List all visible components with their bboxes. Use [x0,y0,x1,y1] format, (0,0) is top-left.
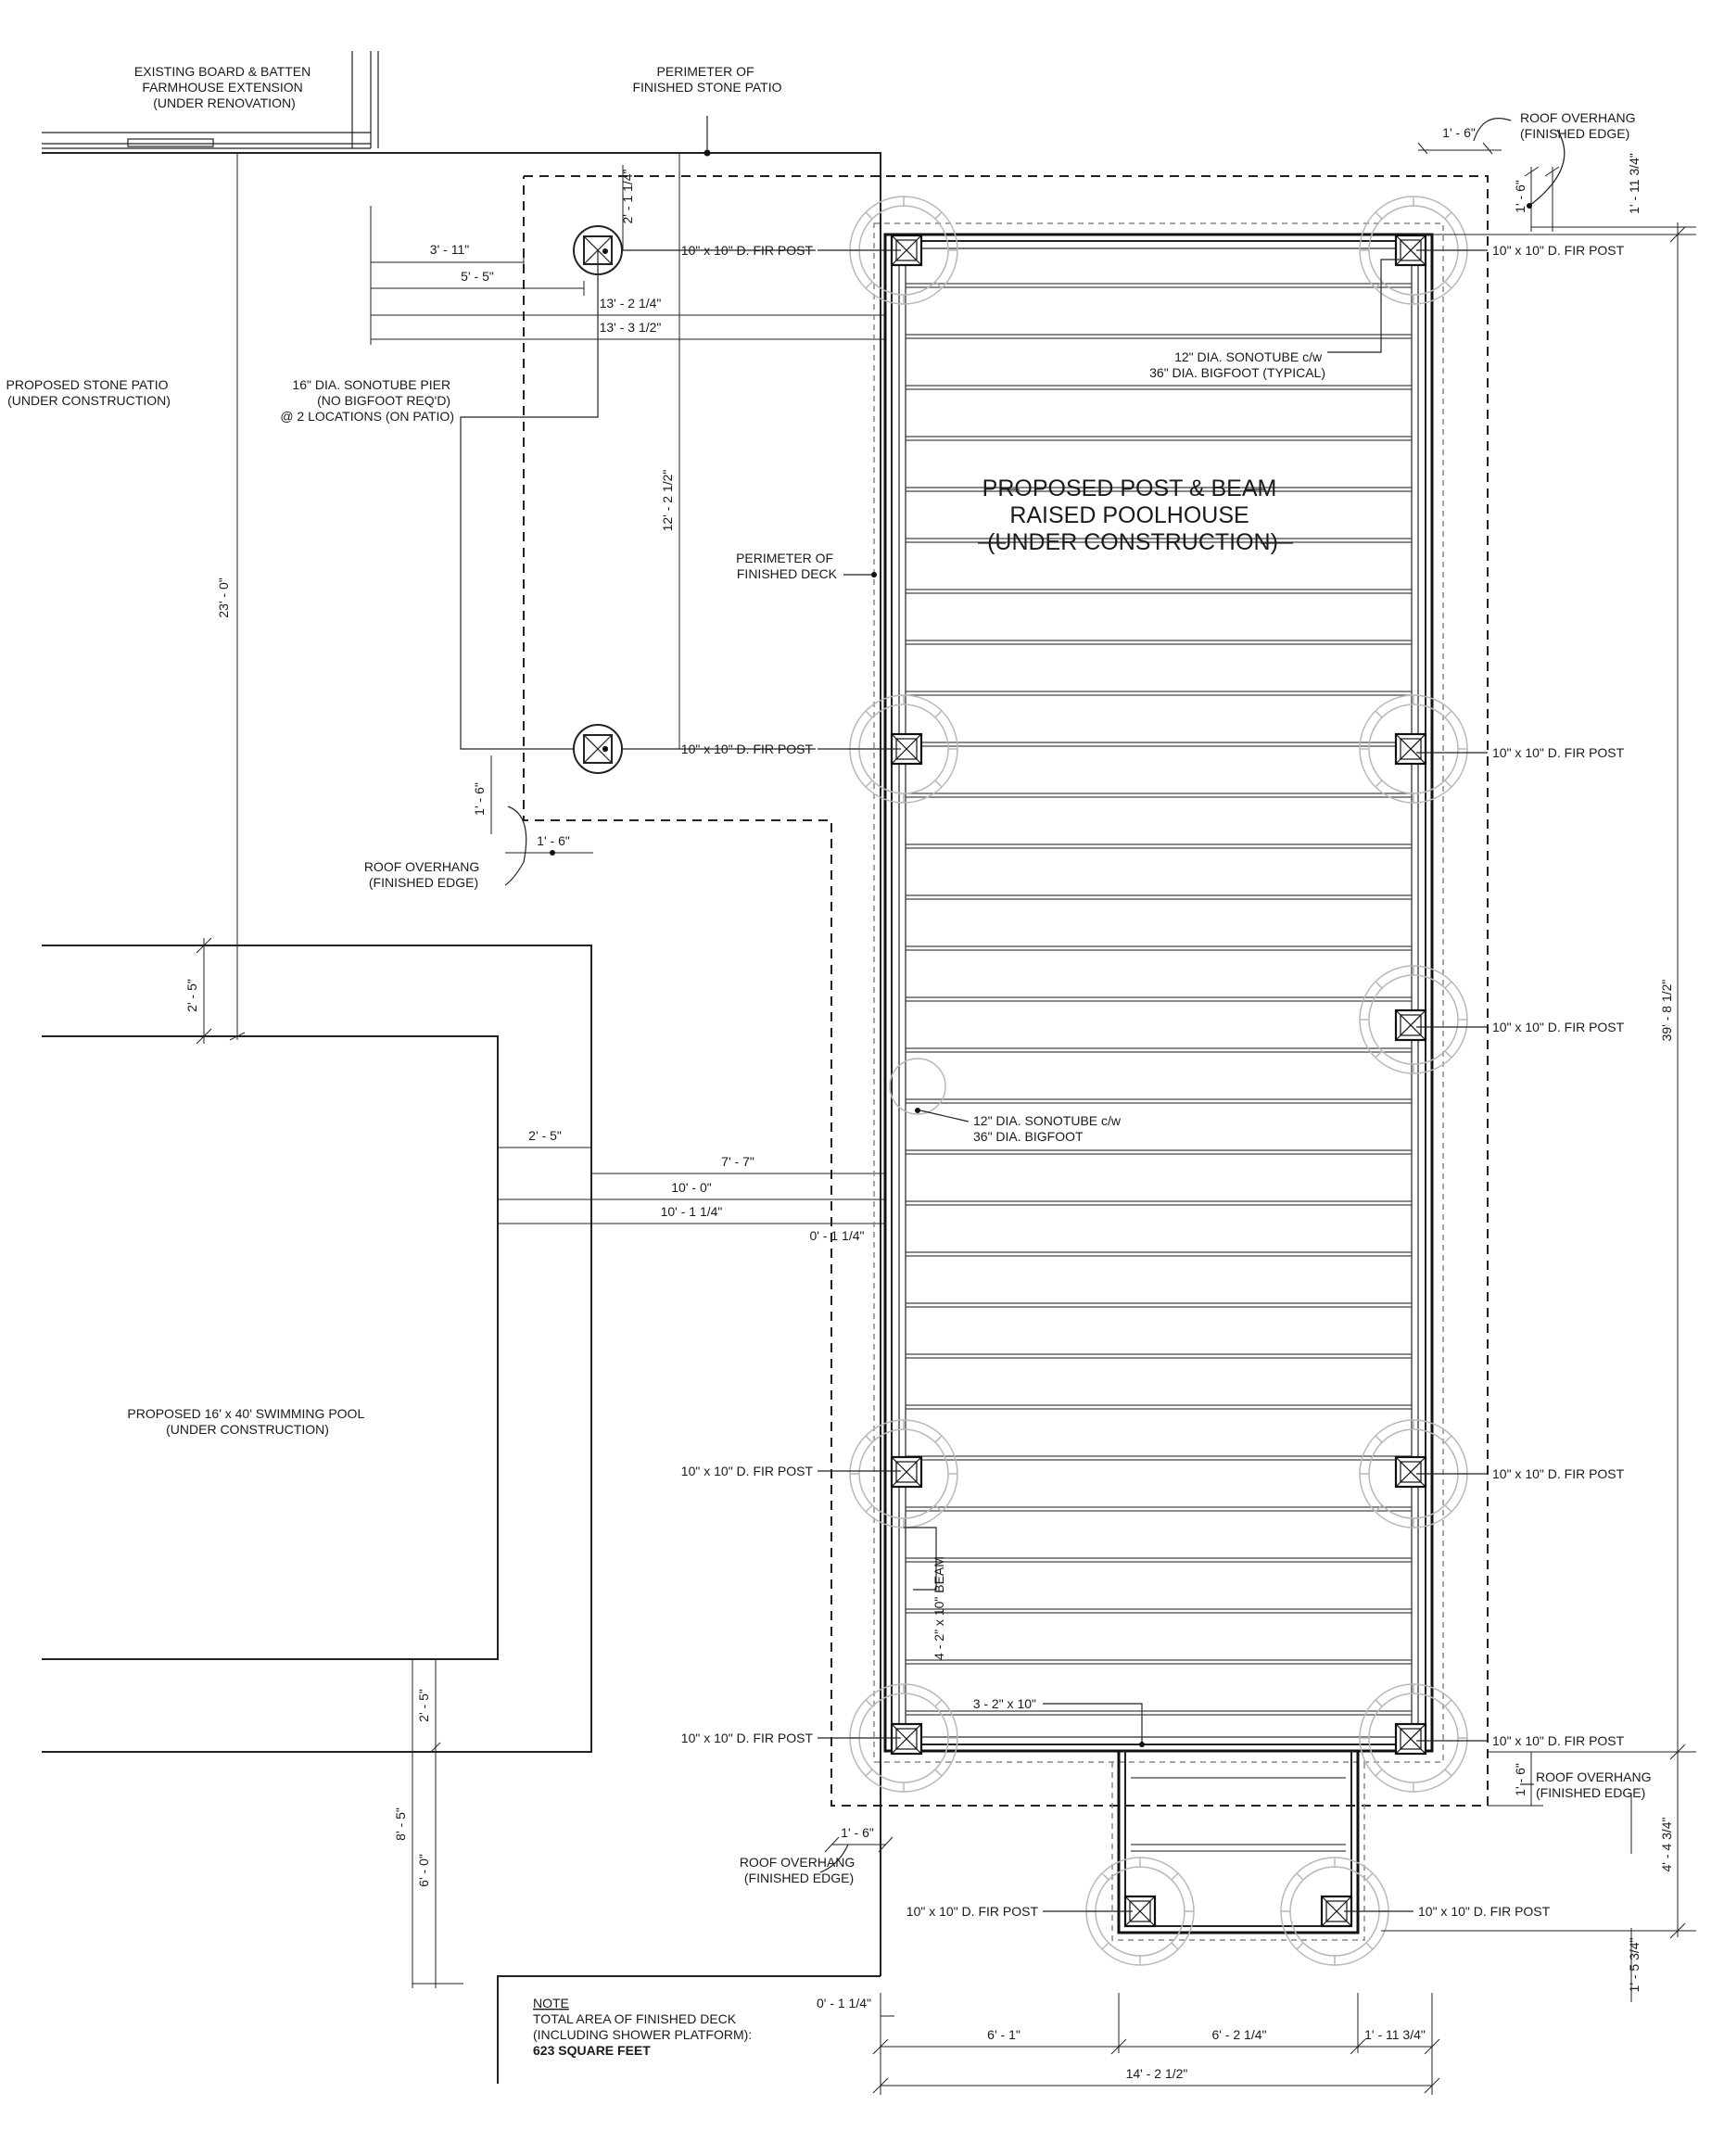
deck-joists [906,283,1412,1716]
farmhouse-label: EXISTING BOARD & BATTEN FARMHOUSE EXTENS… [134,64,314,110]
bottom-dims [872,1993,1440,2095]
joist-label: 3 - 2" x 10" [973,1696,1036,1711]
dim-0-1-1-4-mid: 0' - 1 1/4" [809,1228,864,1243]
dim-10-1-1-4: 10' - 1 1/4" [661,1204,723,1219]
roof-overhang-left-label: ROOF OVERHANG (FINISHED EDGE) [364,859,483,890]
roof-overhang-bottom-label: ROOF OVERHANG (FINISHED EDGE) [740,1855,858,1885]
pier-leader [460,250,599,750]
dim-overhang-bottom: 1' - 6" [841,1825,874,1840]
post-label-4: 10" x 10" D. FIR POST [681,1731,814,1745]
sonotube-12-typical-label: 12" DIA. SONOTUBE c/w 36" DIA. BIGFOOT (… [1149,349,1325,380]
dim-6-0: 6' - 0" [416,1854,431,1887]
fir-post [1394,234,1427,267]
dim-2-1-1-4: 2' - 1 1/4" [620,169,635,223]
dim-39-8-1-2: 39' - 8 1/2" [1659,980,1674,1042]
post-label-11: 10" x 10" D. FIR POST [1418,1904,1551,1919]
note-heading: NOTE [533,1996,569,2010]
proposed-stone-patio-label: PROPOSED STONE PATIO (UNDER CONSTRUCTION… [6,377,172,408]
dim-overhang-left-h: 1' - 6" [537,833,570,848]
post-label-2: 10" x 10" D. FIR POST [681,742,814,756]
dim-1-11-3-4-top: 1' - 11 3/4" [1627,153,1642,214]
dim-6-2-1-4: 6' - 2 1/4" [1211,2027,1266,2042]
beam-leader [904,1527,937,1591]
post-label-7: 10" x 10" D. FIR POST [1492,1020,1625,1034]
bigfoot-footings [849,196,1468,1966]
perimeter-patio-label: PERIMETER OF FINISHED STONE PATIO [632,64,781,95]
dim-pool-2-5-top: 2' - 5" [184,979,199,1012]
poolhouse-title: PROPOSED POST & BEAM RAISED POOLHOUSE (U… [982,476,1284,555]
deck-posts [890,234,1427,1928]
note-area: 623 SQUARE FEET [533,2043,651,2058]
post-label-10: 10" x 10" D. FIR POST [906,1904,1039,1919]
bigfoot-footing [1359,1683,1468,1793]
stone-patio-perimeter [42,116,881,1976]
perimeter-deck-label: PERIMETER OF FINISHED DECK [736,551,838,581]
post-label-6: 10" x 10" D. FIR POST [1492,745,1625,760]
dim-6-1: 6' - 1" [987,2027,1020,2042]
dim-overhang-top-v: 1' - 6" [1513,180,1528,213]
fir-post [1394,1008,1427,1042]
sonotube-pier-16-label: 16" DIA. SONOTUBE PIER (NO BIGFOOT REQ'D… [280,377,454,424]
fir-post [1394,1722,1427,1756]
dim-14-2-1-2: 14' - 2 1/2" [1126,2066,1188,2081]
right-overall-dims [1381,222,1696,2002]
patio-roof-overhang-outline [523,175,1489,1807]
fir-post [1394,1455,1427,1489]
pier-dimension-lines [370,154,885,749]
existing-farmhouse [42,51,379,149]
note-box [497,1975,881,2084]
dim-7-7: 7' - 7" [721,1154,754,1169]
dim-5-5: 5' - 5" [461,269,494,284]
poolhouse-deck [873,222,1444,1941]
dim-4-4-3-4: 4' - 4 3/4" [1659,1817,1674,1871]
overhang-bottom-dims [819,1836,894,1873]
overhang-left-dims [490,755,593,886]
dim-13-3-1-2: 13' - 3 1/2" [600,320,662,335]
dim-1-5-3-4: 1' - 5 3/4" [1627,1937,1642,1992]
roof-overhang-top-label: ROOF OVERHANG (FINISHED EDGE) [1520,110,1639,141]
post-label-3: 10" x 10" D. FIR POST [681,1464,814,1478]
fir-post [1394,732,1427,766]
beam-label: 4 - 2" x 10" BEAM [932,1556,946,1660]
sonotube-pier-bottom [573,724,816,774]
dim-23-0: 23' - 0" [216,577,231,617]
dim-0-1-1-4-bottom: 0' - 1 1/4" [817,1996,871,2010]
pool-label: PROPOSED 16' x 40' SWIMMING POOL (UNDER … [127,1406,367,1437]
post-label-9: 10" x 10" D. FIR POST [1492,1733,1625,1748]
dim-3-11: 3' - 11" [430,242,469,257]
dim-13-2-1-4: 13' - 2 1/4" [600,296,662,311]
post-labels [818,249,1488,1912]
fir-post [890,1455,923,1489]
sonotube-typical-leader [1327,259,1400,353]
dim-pool-2-5-bottom: 2' - 5" [416,1689,431,1722]
dim-12-2-1-2: 12' - 2 1/2" [660,470,675,532]
bigfoot-footing [1359,694,1468,804]
dim-1-11-3-4-bottom: 1' - 11 3/4" [1364,2027,1426,2042]
post-label-5: 10" x 10" D. FIR POST [1492,243,1625,258]
dim-8-5: 8' - 5" [393,1807,408,1841]
swimming-pool [42,945,592,1753]
note-text: TOTAL AREA OF FINISHED DECK (INCLUDING S… [533,2011,752,2042]
dim-overhang-right-v: 1' - 6" [1513,1763,1528,1796]
dim-overhang-left-v: 1' - 6" [472,782,487,816]
joist-leader [1043,1703,1143,1744]
post-label-1: 10" x 10" D. FIR POST [681,243,814,258]
dim-pool-2-5-right: 2' - 5" [528,1128,562,1143]
dim-10-0: 10' - 0" [671,1180,711,1195]
post-label-8: 10" x 10" D. FIR POST [1492,1466,1625,1481]
pool-dims [196,937,885,1988]
bigfoot-footing [1359,965,1468,1074]
fir-post [890,1722,923,1756]
overhang-top-right-dims [1417,118,1696,232]
dim-overhang-top: 1' - 6" [1442,125,1476,140]
sonotube-12-mid-label: 12" DIA. SONOTUBE c/w 36" DIA. BIGFOOT [973,1113,1124,1144]
roof-overhang-right-label: ROOF OVERHANG (FINISHED EDGE) [1536,1769,1654,1800]
